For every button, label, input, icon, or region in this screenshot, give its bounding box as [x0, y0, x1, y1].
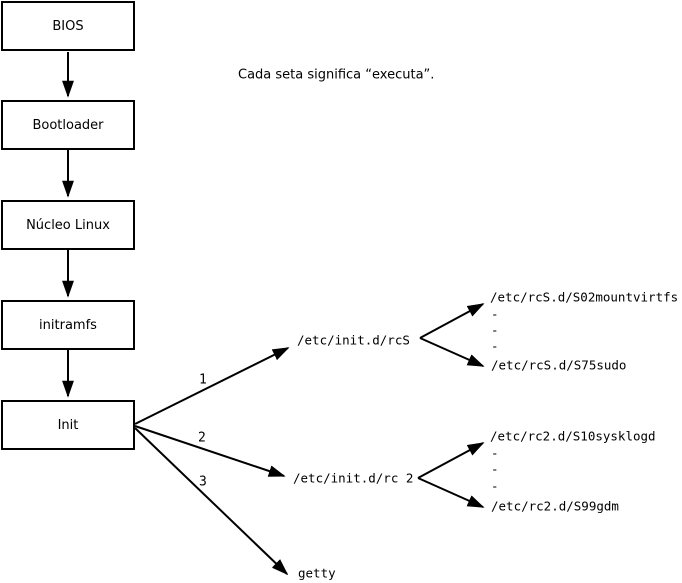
- node-kernel: Núcleo Linux: [1, 200, 135, 250]
- rcs-ellipsis-dash-1: -: [491, 306, 499, 322]
- rcs-ellipsis-dash-2: -: [491, 322, 499, 338]
- edge-label-3: 3: [199, 474, 207, 490]
- path-init-d-rc2: /etc/init.d/rc 2: [293, 470, 414, 486]
- arrow-rcs-to-s02mountvirtfs: [419, 303, 485, 339]
- node-kernel-label: Núcleo Linux: [26, 217, 110, 233]
- arrow-rc2-to-s99gdm: [417, 477, 485, 508]
- path-init-d-rcs: /etc/init.d/rcS: [297, 332, 410, 348]
- path-rc2-s10sysklogd: /etc/rc2.d/S10sysklogd: [490, 428, 656, 444]
- rcs-ellipsis-dash-3: -: [491, 338, 499, 354]
- node-bootloader-label: Bootloader: [32, 117, 104, 133]
- path-rcs-s02mountvirtfs: /etc/rcS.d/S02mountvirtfs: [490, 289, 679, 305]
- arrow-init-to-getty: [134, 427, 289, 576]
- arrow-rcs-to-s75sudo: [419, 337, 485, 367]
- node-bios-label: BIOS: [52, 18, 84, 34]
- edge-label-1: 1: [199, 372, 207, 388]
- arrow-init-to-rcs: [134, 347, 290, 425]
- rc2-ellipsis-dash-1: -: [491, 445, 499, 461]
- path-rcs-s75sudo: /etc/rcS.d/S75sudo: [491, 357, 627, 373]
- node-initramfs-label: initramfs: [39, 317, 97, 333]
- path-rc2-s99gdm: /etc/rc2.d/S99gdm: [491, 498, 619, 514]
- rc2-ellipsis-dash-2: -: [491, 461, 499, 477]
- node-initramfs: initramfs: [1, 300, 135, 350]
- rc2-ellipsis-dash-3: -: [491, 478, 499, 494]
- node-init-label: Init: [57, 417, 79, 433]
- node-bootloader: Bootloader: [1, 100, 135, 150]
- node-init: Init: [1, 400, 135, 450]
- arrow-rc2-to-s10sysklogd: [417, 442, 485, 479]
- getty-label: getty: [298, 565, 336, 581]
- edge-label-2: 2: [198, 430, 206, 446]
- node-bios: BIOS: [1, 1, 135, 51]
- arrow-init-to-rc2: [134, 425, 286, 477]
- note-text: Cada seta significa “executa”.: [238, 67, 435, 83]
